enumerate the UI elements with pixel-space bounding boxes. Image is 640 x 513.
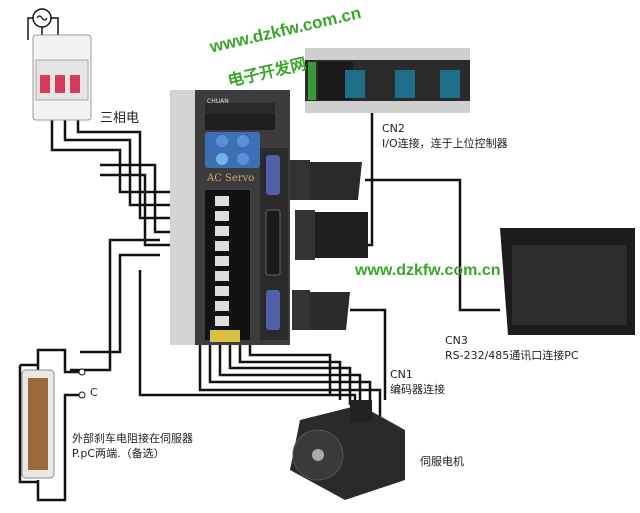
down-button [237, 153, 249, 165]
resistor-note-line1: 外部刹车电阻接在伺服器 [72, 432, 193, 445]
cn3-description: RS-232/485通讯口连接PC [445, 349, 579, 362]
keypad [205, 132, 260, 168]
drive-model-label: AC Servo [207, 173, 255, 184]
up-button [237, 135, 249, 147]
cn1-description: 编码器连接 [390, 383, 445, 396]
scsi-connector-cn2 [295, 210, 368, 260]
cn2-title: CN2 [382, 122, 405, 135]
motor-label: 伺服电机 [420, 455, 464, 468]
cn1-port [266, 290, 280, 330]
drive-brand: CHUAN [207, 98, 229, 105]
wire-l1 [50, 118, 210, 194]
cn2-description: I/O连接，连于上位控制器 [382, 137, 508, 150]
cn2-port [265, 209, 281, 276]
resistor-note-line2: P.pC两端.（备选） [72, 447, 165, 460]
enter-button [216, 153, 228, 165]
cn3-title: CN3 [445, 334, 468, 347]
servo-motor [290, 400, 405, 500]
brake-resistor [21, 368, 86, 479]
cn3-port [266, 155, 280, 195]
three-phase-label: 三相电 [100, 111, 140, 126]
terminal-c-label: C [90, 386, 98, 399]
servo-drive [170, 90, 290, 345]
plc-controller [305, 48, 470, 113]
watermark-url-mid: www.dzkfw.com.cn [355, 262, 501, 279]
circuit-breaker [32, 34, 92, 121]
mode-button [216, 135, 228, 147]
hmi-panel [500, 228, 635, 335]
cn1-title: CN1 [390, 368, 413, 381]
db9-connector-cn1 [292, 290, 350, 330]
db9-connector-cn3 [290, 160, 362, 200]
